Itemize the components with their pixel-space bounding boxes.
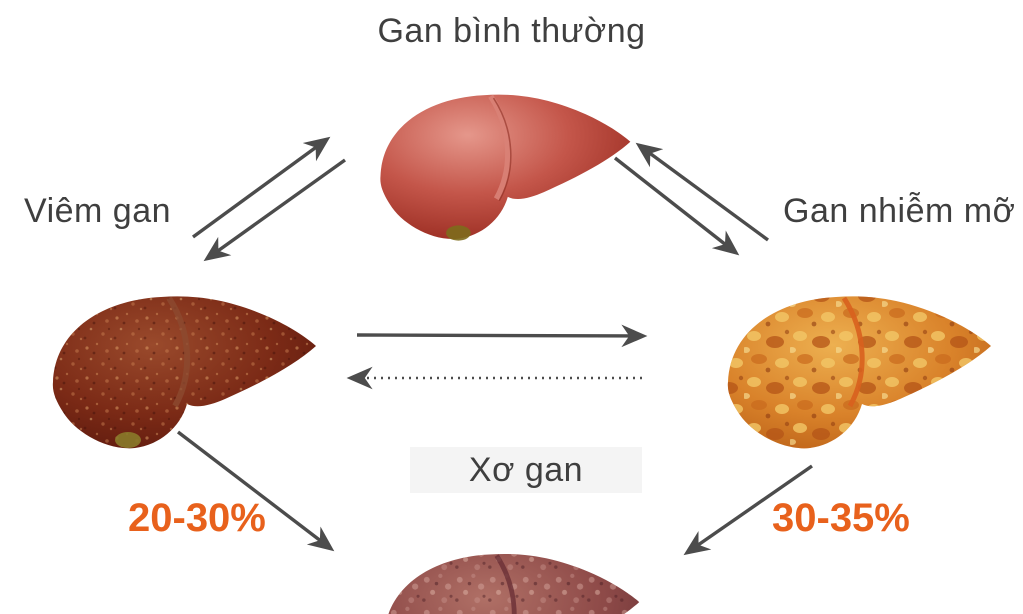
- fatty-liver-image: [727, 296, 991, 449]
- hepatitis-liver-image: [52, 296, 317, 449]
- arrow-normal-to-hepatitis: [203, 158, 346, 262]
- falciform-ligament: [841, 296, 865, 408]
- normal-liver-image: [380, 94, 631, 241]
- arrow-hepatitis-to-normal: [191, 136, 331, 239]
- cirrhosis-liver-image: [388, 553, 640, 614]
- falciform-ligament: [166, 296, 191, 408]
- percent-hepatitis-to-cirrhosis: 20-30%: [128, 496, 266, 540]
- gallbladder: [115, 432, 141, 448]
- label-cirrhosis: Xơ gan: [410, 447, 642, 493]
- falciform-ligament: [494, 554, 517, 614]
- label-fatty-liver: Gan nhiễm mỡ: [783, 192, 1016, 230]
- label-normal-liver: Gan bình thường: [377, 12, 646, 50]
- label-hepatitis: Viêm gan: [24, 192, 172, 230]
- percent-fatty-to-cirrhosis: 30-35%: [772, 496, 910, 540]
- arrow-fatty-to-normal: [635, 142, 770, 242]
- arrow-hepatitis-to-fatty: [356, 324, 648, 348]
- falciform-ligament: [488, 94, 511, 201]
- gallbladder: [446, 225, 471, 241]
